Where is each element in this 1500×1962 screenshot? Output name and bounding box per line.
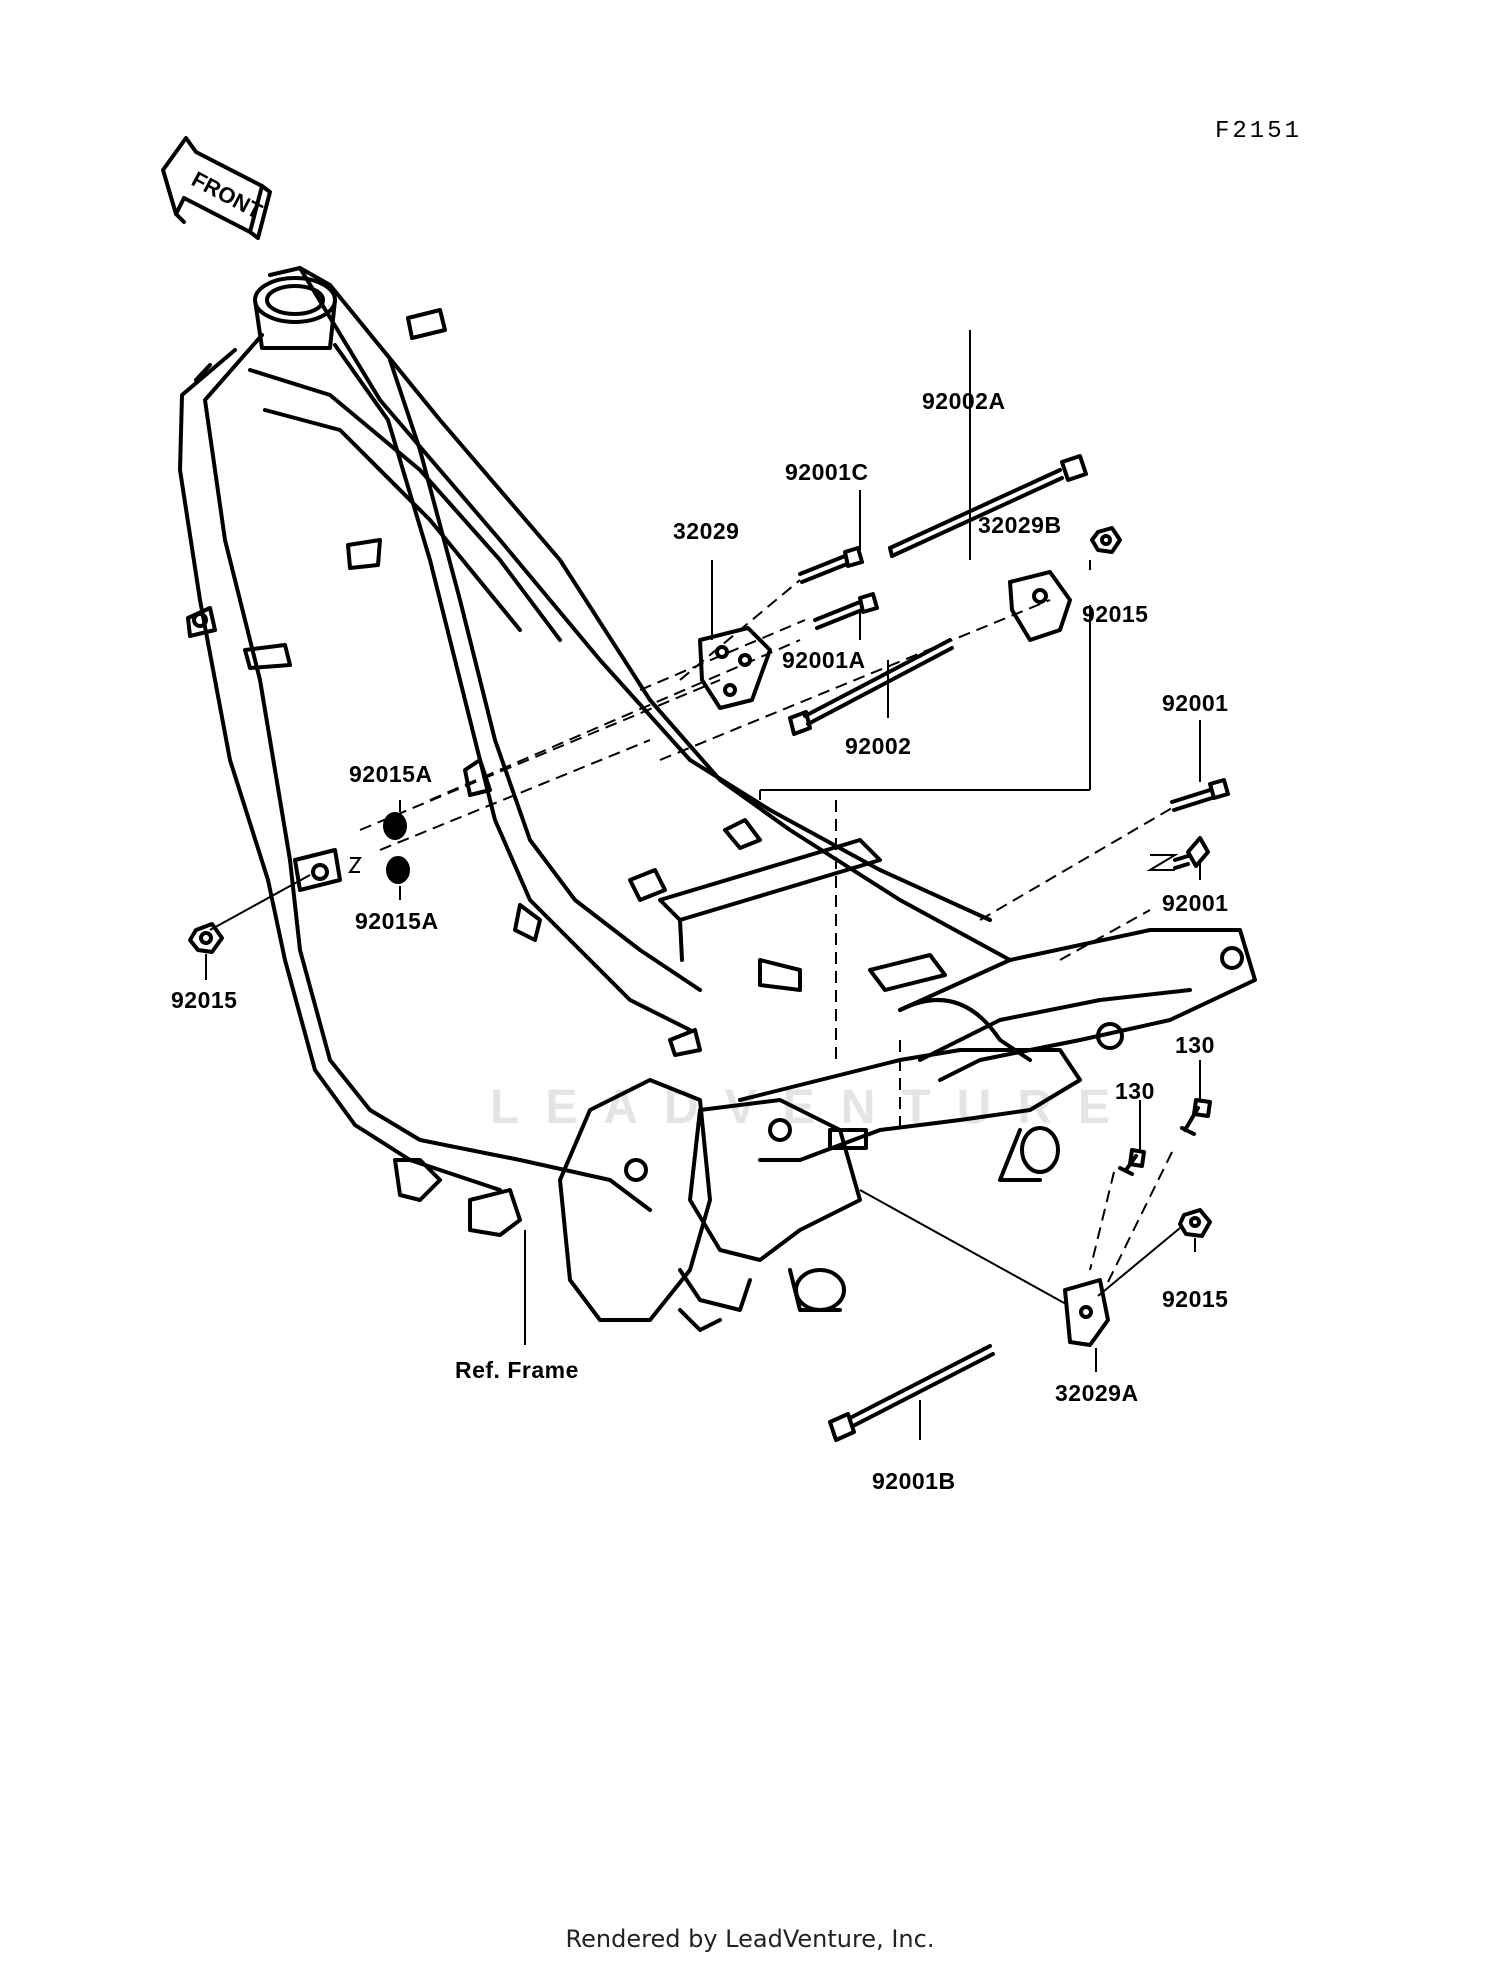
label-92001-upper: 92001 xyxy=(1162,690,1229,716)
bolt-92002 xyxy=(788,638,954,736)
label-32029b: 32029B xyxy=(978,512,1062,538)
label-130-right: 130 xyxy=(1175,1032,1215,1058)
bolt-92001-upper xyxy=(1170,778,1230,812)
diagram-code: F2151 xyxy=(1215,118,1303,145)
label-92015-left: 92015 xyxy=(171,987,238,1013)
nut-92015a-lower xyxy=(386,856,410,884)
right-down-tube xyxy=(333,343,692,1032)
left-down-tube xyxy=(203,333,652,1212)
bolt-92002a xyxy=(888,454,1088,558)
bolt-130-right xyxy=(1180,1098,1212,1136)
label-92015-lower: 92015 xyxy=(1162,1286,1229,1312)
bolt-92001-lower xyxy=(1173,836,1210,870)
label-92001c: 92001C xyxy=(785,459,869,485)
label-92015a-upper: 92015A xyxy=(349,761,433,787)
label-32029a: 32029A xyxy=(1055,1380,1139,1406)
plate-32029a xyxy=(1063,1278,1110,1347)
label-92002: 92002 xyxy=(845,733,912,759)
label-92001a: 92001A xyxy=(782,647,866,673)
nut-92015a-upper xyxy=(383,812,407,840)
bolt-92001b xyxy=(828,1344,995,1442)
rear-frame xyxy=(898,928,1257,1082)
bolt-92001c xyxy=(798,546,864,584)
bolt-92001a xyxy=(813,592,879,630)
nut-92015-top xyxy=(1090,526,1122,554)
label-32029: 32029 xyxy=(673,518,740,544)
label-92015a-lower: 92015A xyxy=(355,908,439,934)
plate-32029 xyxy=(698,626,772,710)
label-ref-frame: Ref. Frame xyxy=(455,1357,579,1383)
label-92015-top: 92015 xyxy=(1082,601,1149,627)
label-92002a: 92002A xyxy=(922,388,1006,414)
nut-92015-left xyxy=(188,922,224,954)
label-92001b: 92001B xyxy=(872,1468,956,1494)
bolt-130-left xyxy=(1118,1148,1146,1176)
front-arrow-icon xyxy=(161,136,272,240)
plate-32029b xyxy=(1008,570,1072,642)
label-92001-lower: 92001 xyxy=(1162,890,1229,916)
label-130-left: 130 xyxy=(1115,1078,1155,1104)
top-tube xyxy=(328,283,1012,962)
nut-92015-lower xyxy=(1178,1208,1212,1238)
footer-credit: Rendered by LeadVenture, Inc. xyxy=(565,1925,935,1953)
